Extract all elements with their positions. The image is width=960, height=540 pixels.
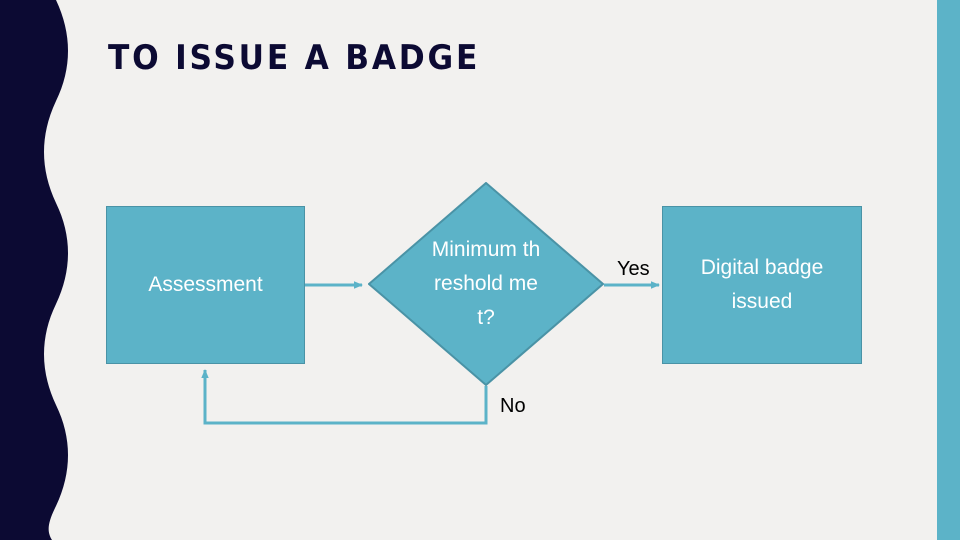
- vertical-accent-bar: [937, 0, 960, 540]
- flow-node-decision-label: Minimum threshold met?: [431, 238, 541, 329]
- flow-node-assessment[interactable]: Assessment: [106, 206, 305, 364]
- flow-node-badge[interactable]: Digital badge issued: [662, 206, 862, 364]
- flow-node-badge-label: Digital badge issued: [700, 256, 824, 313]
- edge-label-no: No: [500, 395, 526, 417]
- flow-node-decision[interactable]: Minimum threshold met?: [368, 182, 604, 386]
- flow-node-assessment-label: Assessment: [148, 273, 263, 296]
- edge-label-yes: Yes: [617, 258, 650, 280]
- edge-decision-to-assessment: [201, 369, 488, 425]
- page-title: TO ISSUE A BADGE: [108, 38, 481, 78]
- diamond-shape: [368, 182, 604, 386]
